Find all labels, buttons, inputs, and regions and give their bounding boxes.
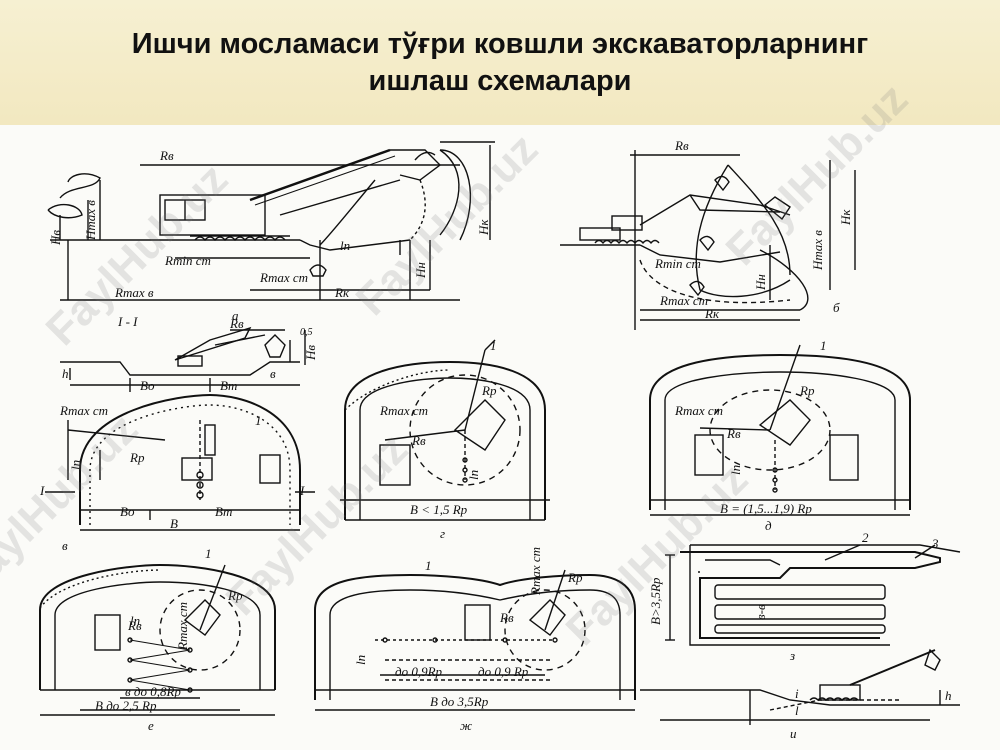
b-label-rmaxst: Rmax ст (659, 293, 708, 308)
z-label-three: 3 (931, 536, 939, 551)
v-label-rp: Rp (129, 450, 145, 465)
a-label-hk: Hк (476, 219, 491, 236)
e-letter: е (148, 718, 154, 733)
panel-zh (314, 569, 636, 711)
excavator-schemes-drawing: Rв Hв Hmax в Hк Rmin ст Rmax ст Rmax в R… (0, 125, 1000, 750)
z-label-height: B>3,5Rp (648, 577, 663, 625)
v-label-bt2: Bт (215, 504, 232, 519)
zh-label-rmaxst: Rmax ст (528, 547, 543, 596)
zh-label-rp: Rp (567, 570, 583, 585)
panel-v (45, 326, 315, 531)
i-label-h: h (945, 688, 952, 703)
v-label-dim: 0,5 (300, 327, 313, 338)
a-letter: a (232, 308, 239, 323)
v-label-h: h (62, 366, 69, 381)
zh-label-w2: до 0,9 Rp (478, 664, 529, 679)
v-label-rmaxst: Rmax ст (59, 403, 108, 418)
e-label-rv: Rв (127, 618, 142, 633)
panel-b (560, 150, 856, 330)
a-label-rmaxv: Rmax в (114, 285, 154, 300)
panel-z (665, 544, 961, 646)
e-label-one: 1 (205, 546, 212, 561)
a-label-rmaxst: Rmax ст (259, 270, 308, 285)
d-letter: д (765, 518, 772, 533)
z-letter: з (789, 648, 795, 663)
g-label-rmaxst: Rmax ст (379, 403, 428, 418)
b-label-rk: Rк (704, 306, 720, 321)
b-label-rv: Rв (674, 138, 689, 153)
e-label-rmaxst: Rmax ст (175, 602, 190, 651)
a-label-ln: ln (340, 238, 350, 253)
panel-i (640, 648, 960, 725)
v-label-one: 1 (255, 413, 262, 428)
schemes-svg: Rв Hв Hmax в Hк Rmin ст Rmax ст Rmax в R… (39, 138, 961, 741)
z-label-two: 2 (862, 530, 869, 545)
d-label-one: 1 (820, 338, 827, 353)
panel-g (340, 339, 550, 521)
zh-label-w1: до 0,9Rp (395, 664, 443, 679)
e-label-w2: B до 2,5 Rp (95, 698, 157, 713)
title-banner (0, 0, 1000, 125)
e-label-ln: ln (130, 613, 140, 628)
g-label-one: 1 (490, 338, 497, 353)
d-label-rv: Rв (726, 426, 741, 441)
d-label-width: B = (1,5...1,9) Rp (720, 501, 812, 516)
zh-label-ln: ln (353, 655, 368, 665)
e-label-rp: Rp (227, 588, 243, 603)
v-label-bt: Bт (220, 378, 237, 393)
zh-label-rv: Rв (499, 610, 514, 625)
zh-label-one: 1 (425, 558, 432, 573)
v-label-rv: Rв (229, 316, 244, 331)
b-label-hn: Hн (753, 274, 768, 291)
b-label-hmaxv: Hmax в (810, 230, 825, 271)
z-label-inner: в-в (753, 604, 768, 620)
v-label-i-left: I (39, 483, 45, 498)
title-line-2: ишлаш схемалари (368, 65, 632, 97)
zh-letter: ж (460, 718, 472, 733)
g-label-ln: ln (466, 470, 481, 480)
panel-e (39, 563, 276, 716)
v-letter: в (62, 538, 68, 553)
g-label-rp: Rp (481, 383, 497, 398)
a-label-hn: Hн (413, 262, 428, 279)
v-label-b: в (270, 366, 276, 381)
a-label-rminst: Rmin ст (164, 253, 211, 268)
v-label-section: I - I (117, 314, 138, 329)
d-label-ln: ln (728, 465, 743, 475)
b-label-rminst: Rmin ст (654, 256, 701, 271)
g-label-rv: Rв (411, 433, 426, 448)
panel-d (649, 344, 911, 516)
title-line-1: Ишчи мосламаси тўғри ковшли экскаваторла… (131, 28, 869, 60)
i-letter: и (790, 726, 797, 741)
a-label-hv: Hв (48, 230, 63, 246)
i-label-l: l (795, 703, 799, 718)
v-label-bo2: Bо (120, 504, 135, 519)
zh-label-w3: B до 3,5Rp (430, 694, 489, 709)
g-letter: г (440, 526, 445, 541)
b-label-hk: Hк (838, 209, 853, 226)
v-label-hv: Hв (303, 345, 318, 361)
a-label-rk: Rк (334, 285, 350, 300)
panel-a (47, 141, 495, 301)
b-letter: б (833, 300, 840, 315)
a-label-rv: Rв (159, 148, 174, 163)
d-label-rp: Rp (799, 383, 815, 398)
v-label-i-right: I (299, 483, 305, 498)
i-label-i: i (795, 686, 799, 701)
d-label-rmaxst: Rmax ст (674, 403, 723, 418)
a-label-hmaxv: Hmax в (83, 200, 98, 241)
e-label-w1: в до 0,8Rp (125, 684, 181, 699)
v-label-ln: ln (68, 460, 83, 470)
slide-title: Ишчи мосламаси тўғри ковшли экскаваторла… (0, 26, 1000, 100)
g-label-width: B < 1,5 Rp (410, 502, 468, 517)
v-label-bwidth: B (170, 516, 178, 531)
v-label-bo: Bо (140, 378, 155, 393)
